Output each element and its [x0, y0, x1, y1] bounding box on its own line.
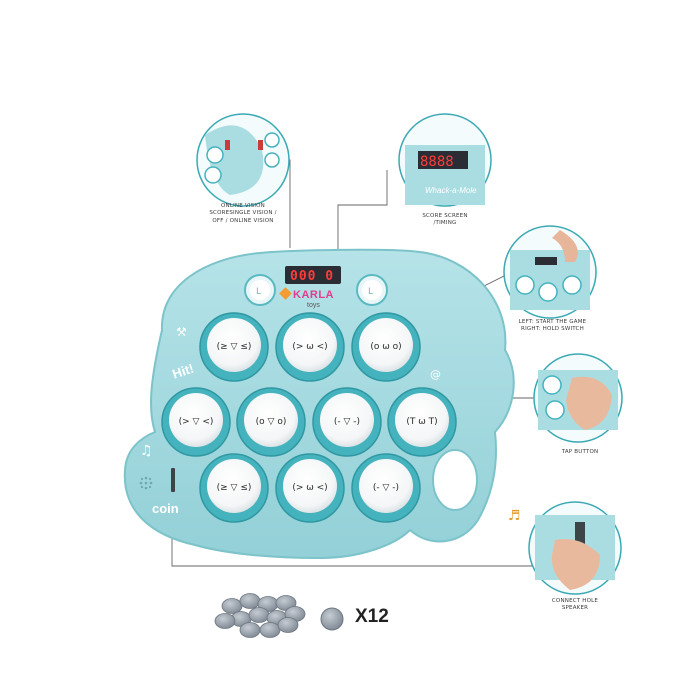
- score-screen: [285, 266, 341, 284]
- whack-a-mole-device: L L 000 0 KARLA toys Hit! ⚒ ♫ @ coin (≥: [123, 248, 515, 560]
- coin: [248, 607, 270, 623]
- music-note-icon: ♫: [140, 443, 153, 459]
- callout-vision: [196, 113, 290, 207]
- score-screen-digits: 000 0: [290, 269, 334, 284]
- svg-text:8888: 8888: [420, 154, 454, 170]
- coin-slot: [171, 468, 175, 492]
- brand-logo-sub: toys: [307, 302, 320, 309]
- left-start-button[interactable]: L: [244, 274, 276, 306]
- coin: [239, 593, 261, 609]
- mole-button[interactable]: (> ω <): [275, 312, 345, 382]
- caption-speaker: CONNECT HOLE SPEAKER: [551, 598, 599, 612]
- mole-button[interactable]: (≥ ▽ ≤): [199, 453, 269, 523]
- handle-hole: [432, 449, 478, 511]
- music-notes-icon: ♬: [508, 508, 521, 524]
- logo-cube-icon: [279, 287, 292, 300]
- svg-text:L: L: [256, 287, 261, 297]
- mole-button[interactable]: (o ω o): [351, 312, 421, 382]
- caption-score: SCORE SCREEN /TIMING: [422, 213, 468, 227]
- coin: [259, 622, 281, 638]
- mole-face: (o ω o): [370, 342, 401, 352]
- right-hold-button[interactable]: L: [356, 274, 388, 306]
- mole-face: (> ▽ <): [179, 417, 214, 427]
- coin-label: coin: [152, 501, 179, 516]
- mole-button[interactable]: (- ▽ -): [351, 453, 421, 523]
- callout-start: [503, 225, 597, 319]
- brand-logo: KARLA: [293, 289, 334, 301]
- coin-pile: [214, 593, 306, 638]
- mole-face: (o ▽ o): [256, 417, 287, 427]
- hit-decoration: Hit!: [170, 361, 195, 382]
- swirl-icon: @: [430, 368, 441, 381]
- caption-start: LEFT: START THE GAME RIGHT: HOLD SWITCH: [518, 319, 587, 333]
- mole-face: (> ω <): [292, 342, 327, 352]
- mole-button[interactable]: (> ω <): [275, 453, 345, 523]
- callout-speaker: ♬: [508, 501, 622, 595]
- mole-buttons: (≥ ▽ ≤) (> ω <) (o ω o) (> ▽ <) (o ▽ o) (- ▽ …: [161, 312, 457, 523]
- mole-button[interactable]: (- ▽ -): [312, 387, 382, 457]
- mole-face: (> ω <): [292, 483, 327, 493]
- single-coin: [320, 607, 344, 631]
- mole-face: (≥ ▽ ≤): [217, 483, 252, 493]
- caption-vision: ONLINE VISION SCORESINGLE VISION / OFF /…: [209, 203, 277, 224]
- callout-score: 8888 Whack-a-Mole: [398, 113, 492, 207]
- svg-text:Whack-a-Mole: Whack-a-Mole: [425, 186, 477, 195]
- mole-button[interactable]: (T ω T): [387, 387, 457, 457]
- mole-button[interactable]: (≥ ▽ ≤): [199, 312, 269, 382]
- callout-tap: [533, 353, 623, 443]
- mole-face: (≥ ▽ ≤): [217, 342, 252, 352]
- hammer-icon: ⚒: [176, 325, 187, 339]
- mole-face: (T ω T): [406, 417, 437, 427]
- coin-quantity: X12: [355, 606, 389, 627]
- leader-score: [337, 170, 388, 258]
- coin: [277, 617, 299, 633]
- mole-face: (- ▽ -): [334, 417, 360, 427]
- speaker-grill: [139, 476, 153, 490]
- coin: [214, 613, 236, 629]
- mole-face: (- ▽ -): [373, 483, 399, 493]
- mole-button[interactable]: (> ▽ <): [161, 387, 231, 457]
- svg-text:L: L: [368, 287, 373, 297]
- mole-button[interactable]: (o ▽ o): [236, 387, 306, 457]
- caption-tap: TAP BUTTON: [561, 449, 599, 455]
- coin: [239, 622, 261, 638]
